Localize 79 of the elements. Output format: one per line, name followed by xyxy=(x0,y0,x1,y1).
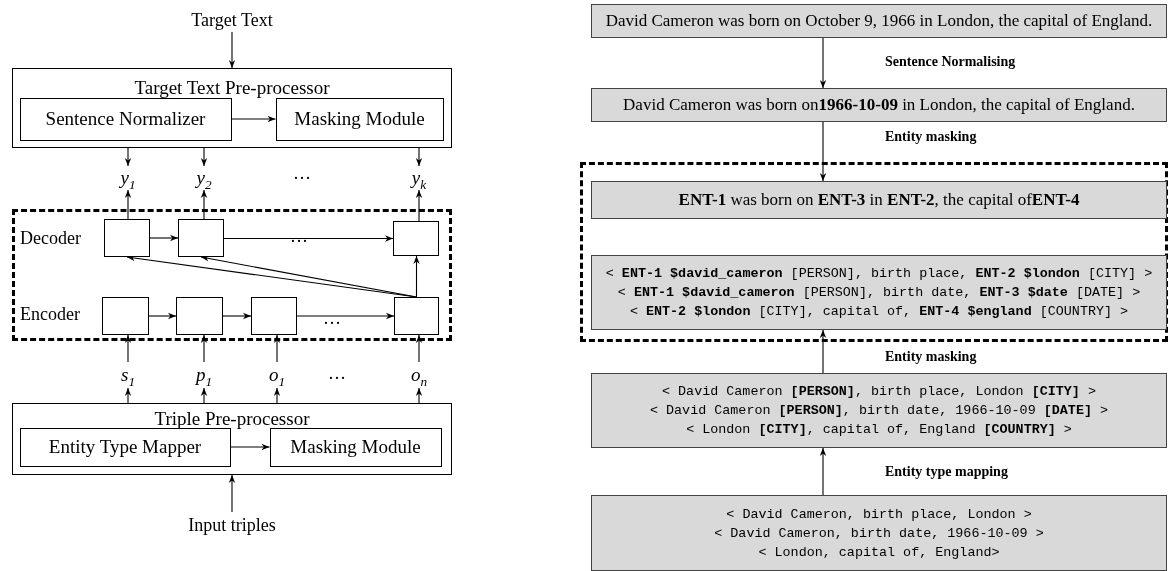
sentence-box: David Cameron was born on October 9, 1966 in London, the capital of England. xyxy=(591,4,1167,38)
output-symbol: y$_{1}$ xyxy=(116,166,140,190)
encoder-cell xyxy=(251,297,297,335)
arrow xyxy=(228,474,236,513)
preprocessor-box xyxy=(12,68,452,148)
triple-text: < David Cameron, birth place, London > xyxy=(726,505,1032,524)
arrow xyxy=(415,334,423,363)
decoder-cell xyxy=(178,219,224,257)
arrow xyxy=(819,37,827,89)
arrow xyxy=(148,312,177,320)
arrow xyxy=(413,255,420,298)
edge-label: Entity masking xyxy=(883,129,979,145)
arrow xyxy=(819,447,827,496)
triple-text: < London, capital of, England> xyxy=(758,543,1000,562)
row-label: Decoder xyxy=(20,228,81,249)
decoder-cell xyxy=(104,219,150,257)
arrow xyxy=(230,115,277,123)
triple-text: < David Cameron [PERSON], birth date, 1966-10-09 [DATE] > xyxy=(649,402,1109,420)
arrow xyxy=(200,334,208,363)
decoder-cell xyxy=(393,221,439,256)
triple-box xyxy=(591,255,1167,330)
input-symbol: s$_{1}$ xyxy=(116,362,140,388)
dashed-region xyxy=(580,162,1168,342)
box-title: Target Text Pre-processor xyxy=(133,77,331,99)
module-box: Masking Module xyxy=(275,97,444,141)
triple-text: < ENT-1 $david_cameron [PERSON], birth place, ENT-2 $london [CITY] > xyxy=(605,265,1153,283)
triple-text: < ENT-1 $david_cameron [PERSON], birth date, ENT-3 $date [DATE] > xyxy=(617,284,1141,302)
module-box: Masking Module xyxy=(269,427,442,467)
input-text-label: Target Text xyxy=(182,8,282,32)
row-label: Encoder xyxy=(20,304,80,325)
arrow xyxy=(229,443,271,451)
input-text-label: Input triples xyxy=(170,512,294,538)
module-box: Sentence Normalizer xyxy=(19,97,232,141)
arrow xyxy=(819,121,827,182)
edge-label: Entity type mapping xyxy=(883,464,1010,480)
output-symbol: y$_{2}$ xyxy=(192,166,216,190)
arrow xyxy=(296,312,395,320)
arrow xyxy=(200,147,208,167)
arrow xyxy=(124,147,132,167)
sentence-box: ENT-1 was born on ENT-3 in ENT-2, the capital ofENT-4 xyxy=(591,181,1167,219)
arrow xyxy=(415,147,423,167)
arrow xyxy=(149,234,179,242)
edge-label: Sentence Normalising xyxy=(883,54,1018,70)
encoder-cell xyxy=(394,297,439,335)
triple-text: < David Cameron, birth date, 1966-10-09 > xyxy=(714,524,1044,543)
arrow xyxy=(415,189,423,222)
dashed-region xyxy=(12,209,452,341)
input-symbol: o$_{1}$ xyxy=(265,362,289,388)
triple-text: < ENT-2 $london [CITY], capital of, ENT-4 $england [COUNTRY] > xyxy=(629,303,1129,321)
arrow xyxy=(273,334,281,363)
preprocessor-box xyxy=(12,403,452,475)
ellipsis: … xyxy=(293,163,311,184)
triple-text: < London [CITY], capital of, England [COUNTRY] > xyxy=(686,421,1072,439)
arrow xyxy=(222,312,252,320)
triple-box xyxy=(591,495,1167,571)
edge-label: Entity masking xyxy=(883,349,979,365)
input-symbol: o$_{n}$ xyxy=(407,362,431,388)
triple-box xyxy=(591,373,1167,448)
arrow xyxy=(819,329,827,374)
arrow xyxy=(200,387,208,404)
arrow xyxy=(200,189,208,220)
arrow xyxy=(273,387,281,404)
ellipsis: … xyxy=(290,226,308,247)
ellipsis: … xyxy=(323,308,341,329)
module-box: Entity Type Mapper xyxy=(19,427,231,467)
arrow xyxy=(124,189,132,220)
triple-text: < David Cameron [PERSON], birth place, London [CITY] > xyxy=(662,383,1096,401)
arrow xyxy=(228,31,236,69)
arrow xyxy=(415,387,423,404)
encoder-cell xyxy=(102,297,149,335)
box-title: Triple Pre-processor xyxy=(153,408,311,430)
arrow xyxy=(223,235,394,242)
ellipsis: … xyxy=(328,363,346,384)
encoder-cell xyxy=(176,297,223,335)
arrow xyxy=(124,334,132,363)
arrow xyxy=(124,387,132,404)
sentence-box: David Cameron was born on1966-10-09 in London, the capital of England. xyxy=(591,88,1167,122)
input-symbol: p$_{1}$ xyxy=(192,362,216,388)
output-symbol: y$_{k}$ xyxy=(407,166,431,190)
